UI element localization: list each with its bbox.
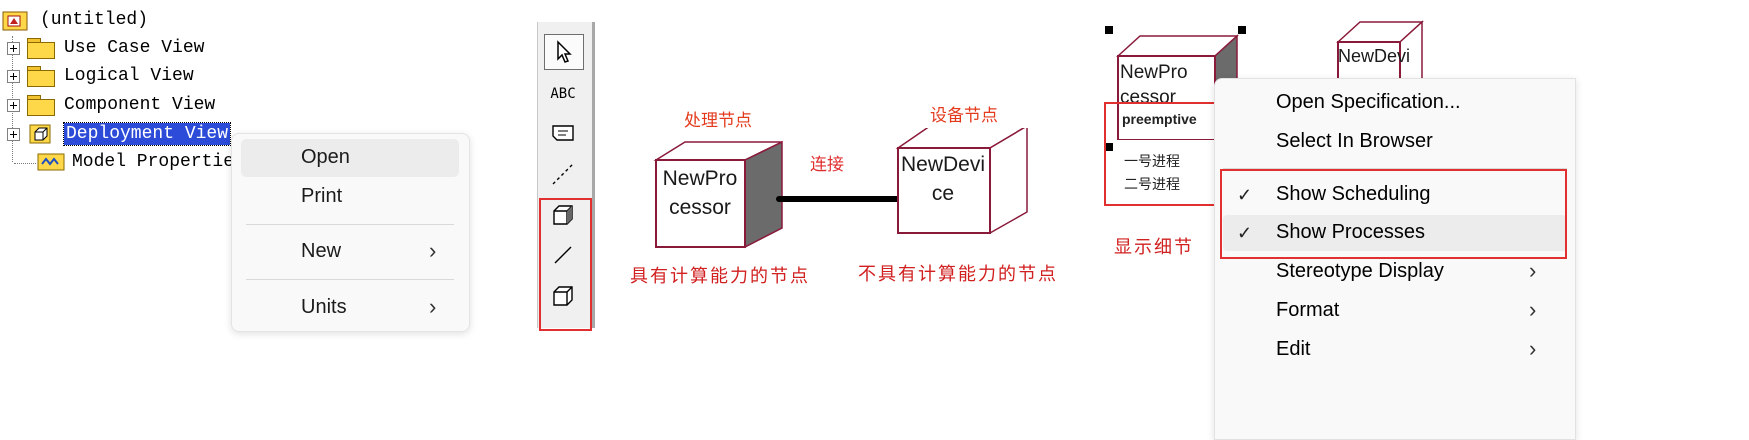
tool-highlight-box [539,198,592,331]
browser-context-menu: Open Print New › Units › [231,133,470,332]
connection-tool[interactable] [544,238,582,272]
arrow-cursor-icon [557,40,572,63]
device-cube-icon [553,286,573,306]
menu-separator [246,279,454,280]
deployment-view-icon [29,124,51,144]
detail-device-node[interactable] [1336,20,1424,83]
chevron-right-icon: › [1529,336,1537,361]
expand-icon[interactable] [7,41,20,55]
selection-handle[interactable] [1105,143,1113,151]
chevron-right-icon: › [429,294,437,319]
device-node[interactable] [895,128,1028,235]
tree-item-component-view[interactable]: Component View [7,90,215,120]
processor-node[interactable] [653,140,783,249]
device-tool[interactable] [544,279,582,313]
selection-handle[interactable] [1238,26,1246,34]
menu-item-new[interactable]: New [301,240,342,262]
check-icon: ✓ [1237,185,1253,205]
model-icon [2,11,28,31]
menu-item-edit[interactable]: Edit [1276,338,1311,360]
expand-icon[interactable] [7,127,20,141]
processor-tool[interactable] [544,198,582,232]
tree-item-label: Use Case View [64,38,205,58]
note-icon [552,125,574,141]
tree-root-label: (untitled) [40,10,149,30]
processor-name-line: cessor [669,196,731,219]
scheduling-text: preemptive [1122,111,1197,127]
tree-item-label: Component View [64,95,216,115]
device-caption: 不具有计算能力的节点 [858,264,1058,285]
chevron-right-icon: › [1529,258,1537,283]
diagram-canvas [653,128,1028,249]
menu-separator [1223,168,1567,169]
tree-item-model-properties[interactable]: Model Properties [36,147,245,177]
dashed-line-icon [552,163,574,185]
device-node-label: 设备节点 [930,106,998,125]
device-name-line: ce [931,182,955,205]
tree-item-logical-view[interactable]: Logical View [7,61,194,91]
device-name: NewDevi ce [897,152,989,207]
tree-item-label: Deployment View [62,122,232,146]
detail-device-name: NewDevi [1338,46,1411,66]
tree-item-label: Model Properties [72,152,245,172]
processor-caption: 具有计算能力的节点 [630,266,810,287]
processor-name: NewPro cessor [656,166,744,221]
expand-icon[interactable] [7,98,20,112]
detail-processor-name-line: NewPro [1120,62,1188,83]
diagram-context-menu: Open Specification... Select In Browser … [1214,78,1576,440]
menu-separator [246,224,454,225]
anchor-tool[interactable] [544,157,582,191]
detail-caption: 显示细节 [1114,237,1194,258]
menu-hover-highlight [1223,215,1567,251]
tree-item-use-case-view[interactable]: Use Case View [7,33,204,63]
menu-item-open[interactable]: Open [301,146,350,168]
device-name-line: NewDevi [900,153,986,176]
selection-tool[interactable] [544,34,584,70]
menu-item-open-specification[interactable]: Open Specification... [1276,91,1461,113]
menu-item-format[interactable]: Format [1276,299,1340,321]
process-item: 一号进程 [1124,153,1180,169]
properties-icon [37,153,65,171]
connection-label: 连接 [810,155,844,174]
menu-highlight-box [1220,169,1567,259]
menu-item-print[interactable]: Print [301,185,343,207]
expand-icon[interactable] [7,69,20,83]
processor-name-line: NewPro [662,167,738,190]
check-icon: ✓ [1237,223,1253,243]
process-item: 二号进程 [1124,176,1180,192]
text-tool[interactable]: ABC [550,86,576,102]
selection-handle[interactable] [1105,26,1113,34]
folder-icon [26,38,56,59]
menu-item-units[interactable]: Units [301,296,347,318]
processor-node-label: 处理节点 [684,111,752,130]
menu-item-show-scheduling[interactable]: Show Scheduling [1276,183,1431,205]
folder-icon [26,66,56,87]
diagram-toolbox: ABC [537,22,595,328]
chevron-right-icon: › [429,238,437,263]
processor-cube-icon [553,205,573,225]
tree-item-deployment-view[interactable]: Deployment View [7,119,232,149]
menu-hover-highlight [241,139,459,177]
menu-item-stereotype-display[interactable]: Stereotype Display [1276,260,1444,282]
tree-item-label: Logical View [64,66,194,86]
tree-root[interactable]: (untitled) [2,5,148,35]
menu-item-select-in-browser[interactable]: Select In Browser [1276,130,1433,152]
chevron-right-icon: › [1529,297,1537,322]
tree-connector [14,163,36,164]
menu-item-show-processes[interactable]: Show Processes [1276,221,1425,243]
line-icon [554,246,572,264]
folder-icon [26,95,56,116]
note-tool[interactable] [544,116,582,150]
